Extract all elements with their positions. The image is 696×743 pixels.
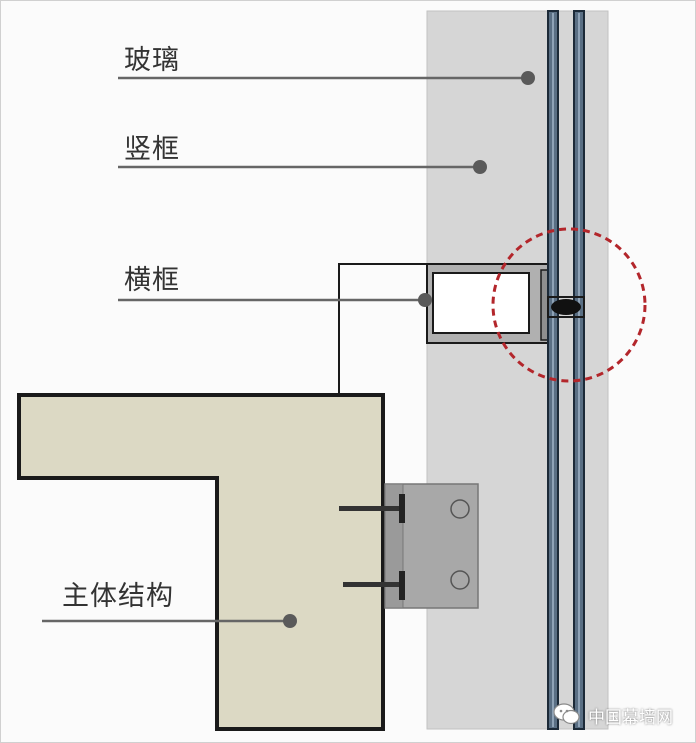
leader-dot-mullion bbox=[473, 160, 487, 174]
transom-cavity bbox=[432, 272, 530, 334]
bolt-hole-upper bbox=[450, 499, 470, 519]
watermark-text: 中国幕墙网 bbox=[588, 708, 673, 728]
wechat-icon bbox=[553, 703, 580, 725]
leader-dot-glass bbox=[521, 71, 535, 85]
label-main-structure: 主体结构 bbox=[62, 581, 174, 612]
transom-support-line bbox=[338, 263, 428, 395]
anchor-bolt-lower-head bbox=[399, 571, 405, 600]
detail-highlight-circle bbox=[491, 227, 647, 383]
anchor-bolt-upper-head bbox=[399, 494, 405, 523]
sealing-gasket bbox=[551, 299, 581, 315]
leader-dot-main-structure bbox=[283, 614, 297, 628]
label-glass: 玻璃 bbox=[124, 45, 180, 76]
anchor-plate bbox=[384, 483, 404, 609]
anchor-bolt-lower bbox=[343, 582, 401, 587]
label-mullion: 竖框 bbox=[124, 134, 180, 165]
label-transom: 横框 bbox=[124, 265, 180, 296]
gasket-spacer bbox=[547, 296, 585, 318]
leader-dot-transom bbox=[418, 293, 432, 307]
main-structure-shape bbox=[17, 393, 385, 731]
bolt-hole-lower bbox=[450, 570, 470, 590]
anchor-bolt-upper bbox=[339, 506, 401, 511]
